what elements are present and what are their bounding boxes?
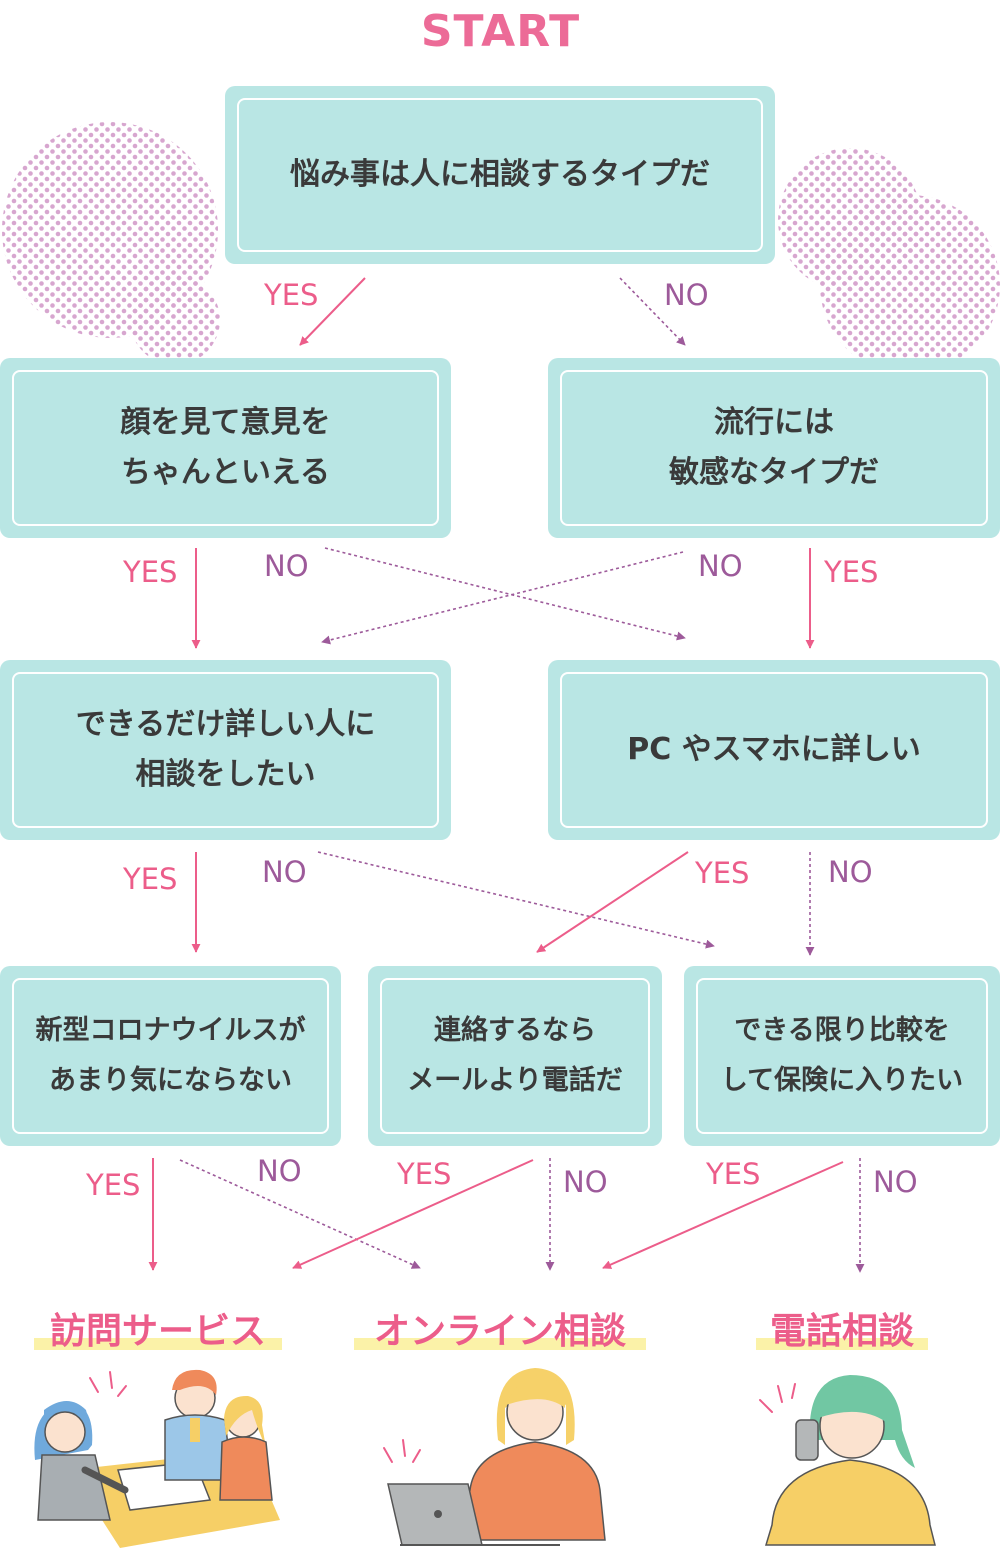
no-label: NO: [698, 549, 743, 583]
online-consultation-illustration: [383, 1368, 606, 1546]
yes-label: YES: [123, 862, 178, 896]
yes-arrow: [536, 851, 689, 953]
question-box-q5: PC やスマホに詳しい: [548, 660, 1000, 840]
no-label: NO: [563, 1165, 608, 1199]
question-box-q6: 新型コロナウイルスが あまり気にならない: [0, 966, 341, 1146]
no-arrow: [179, 1159, 421, 1269]
result-label: 訪問サービス: [49, 1311, 266, 1352]
yes-label: YES: [264, 278, 319, 312]
no-label: NO: [664, 278, 709, 312]
dot-pattern-circle: [130, 275, 220, 365]
result-label: 電話相談: [769, 1311, 914, 1352]
yes-label: YES: [397, 1157, 452, 1191]
no-label: NO: [873, 1165, 918, 1199]
question-text: 連絡するなら: [434, 1015, 596, 1046]
highlight-underline: [34, 1338, 282, 1350]
yes-arrow: [299, 277, 366, 346]
question-box-q4: できるだけ詳しい人に 相談をしたい: [0, 660, 451, 840]
yes-label: YES: [824, 555, 879, 589]
highlight-underline: [354, 1338, 646, 1350]
question-text: あまり気にならない: [49, 1065, 292, 1096]
question-box-q8: できる限り比較を して保険に入りたい: [684, 966, 1000, 1146]
result-online-consultation: オンライン相談: [354, 1302, 646, 1354]
result-visit-service: 訪問サービス: [34, 1302, 282, 1354]
yes-arrow: [602, 1161, 844, 1269]
question-text: 新型コロナウイルスが: [35, 1015, 306, 1046]
question-text: できるだけ詳しい人に: [75, 707, 376, 742]
no-label: NO: [264, 549, 309, 583]
yes-label: YES: [123, 555, 178, 589]
question-text: して保険に入りたい: [720, 1065, 964, 1096]
question-box-q7: 連絡するなら メールより電話だ: [368, 966, 662, 1146]
question-text: 流行には: [714, 405, 834, 440]
no-arrow: [317, 851, 715, 949]
no-label: NO: [262, 855, 307, 889]
dot-pattern-circle: [820, 195, 1000, 375]
question-text: 相談をしたい: [135, 757, 316, 792]
highlight-underline: [756, 1338, 928, 1350]
start-label: START: [420, 6, 581, 57]
no-arrow: [324, 547, 686, 641]
question-text: メールより電話だ: [407, 1065, 623, 1096]
question-text: 顔を見て意見を: [120, 405, 331, 440]
question-box-q3: 流行には 敏感なタイプだ: [548, 358, 1000, 538]
yes-label: YES: [695, 856, 750, 890]
question-text: ちゃんといえる: [120, 455, 331, 490]
question-text: 悩み事は人に相談するタイプだ: [290, 157, 710, 192]
yes-arrow: [292, 1159, 534, 1269]
no-label: NO: [828, 855, 873, 889]
yes-label: YES: [706, 1157, 761, 1191]
yes-label: YES: [86, 1168, 141, 1202]
question-box-q1: 悩み事は人に相談するタイプだ: [225, 86, 775, 264]
visit-consultation-illustration: [34, 1369, 280, 1548]
phone-consultation-illustration: [759, 1375, 936, 1546]
result-phone-consultation: 電話相談: [756, 1302, 928, 1354]
question-text: 敏感なタイプだ: [669, 455, 879, 490]
question-box-q2: 顔を見て意見を ちゃんといえる: [0, 358, 451, 538]
result-label: オンライン相談: [373, 1311, 626, 1352]
question-text: PC やスマホに詳しい: [627, 732, 921, 767]
no-label: NO: [257, 1154, 302, 1188]
question-text: できる限り比較を: [734, 1015, 950, 1046]
no-arrow: [321, 551, 684, 645]
